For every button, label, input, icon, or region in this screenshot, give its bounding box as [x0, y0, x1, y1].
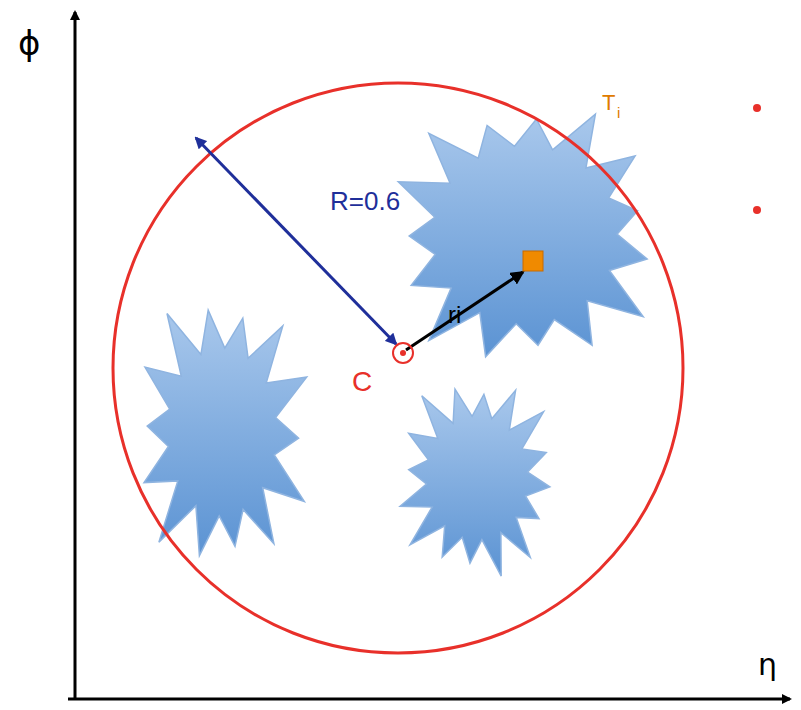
center-ring — [393, 343, 413, 363]
cone-circle — [113, 83, 683, 653]
center-dot — [400, 350, 406, 356]
radius-label: R=0.6 — [330, 188, 400, 214]
eta-axis — [68, 698, 790, 701]
jet-blob — [398, 114, 647, 357]
jet-blob — [400, 389, 550, 576]
radius-arrow — [196, 138, 396, 344]
tower-label: T — [602, 92, 615, 114]
axis-label: ϕ — [18, 26, 40, 60]
bullet — [753, 206, 761, 214]
distance-label: ri — [448, 303, 461, 327]
tower-subscript: i — [617, 105, 620, 120]
phi-axis — [74, 12, 77, 700]
axis-label: η — [758, 650, 777, 680]
jet-blob — [144, 310, 307, 555]
tower-square — [523, 251, 543, 271]
jet-blobs — [144, 114, 647, 576]
ri-arrow — [406, 272, 523, 350]
center-label: C — [352, 368, 372, 396]
bullet — [753, 104, 761, 112]
